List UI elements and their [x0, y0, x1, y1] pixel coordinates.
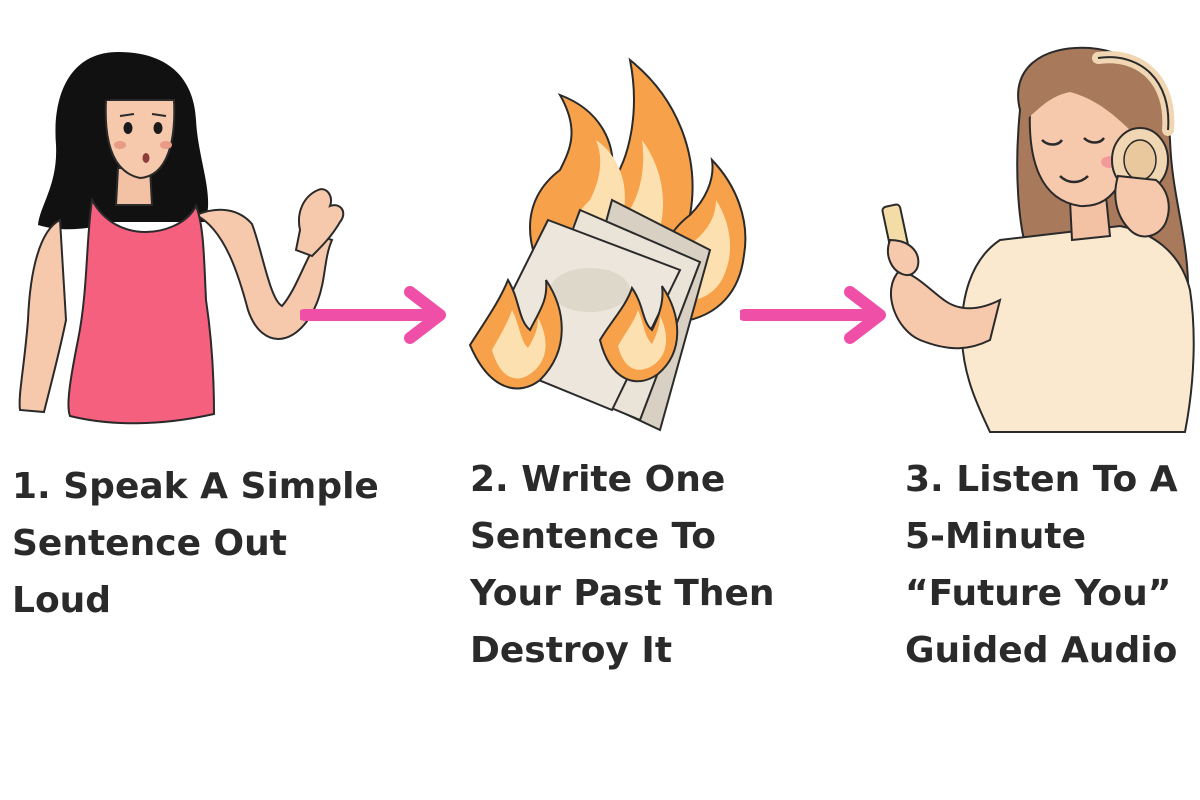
step-1-line-3: Loud [12, 580, 112, 621]
step-3-line-4: Guided Audio [905, 630, 1178, 671]
step-3-line-1: 3. Listen To A [905, 459, 1178, 500]
step-3-line-2: 5-Minute [905, 516, 1087, 557]
step-2-line-1: 2. Write One [470, 459, 726, 500]
step-3-line-3: “Future You” [905, 573, 1172, 614]
step-2-line-4: Destroy It [470, 630, 673, 671]
step-3-label: 3. Listen To A 5-Minute “Future You” Gui… [905, 451, 1197, 679]
step-2-line-2: Sentence To [470, 516, 717, 557]
step-1-label: 1. Speak A Simple Sentence Out Loud [12, 458, 412, 629]
step-2-label: 2. Write One Sentence To Your Past Then … [470, 451, 830, 679]
step-1-line-2: Sentence Out [12, 523, 287, 564]
arrow-right-icon [740, 286, 886, 344]
step-1-line-1: 1. Speak A Simple [12, 466, 379, 507]
arrow-right-icon [300, 286, 446, 344]
step-2-line-3: Your Past Then [470, 573, 775, 614]
